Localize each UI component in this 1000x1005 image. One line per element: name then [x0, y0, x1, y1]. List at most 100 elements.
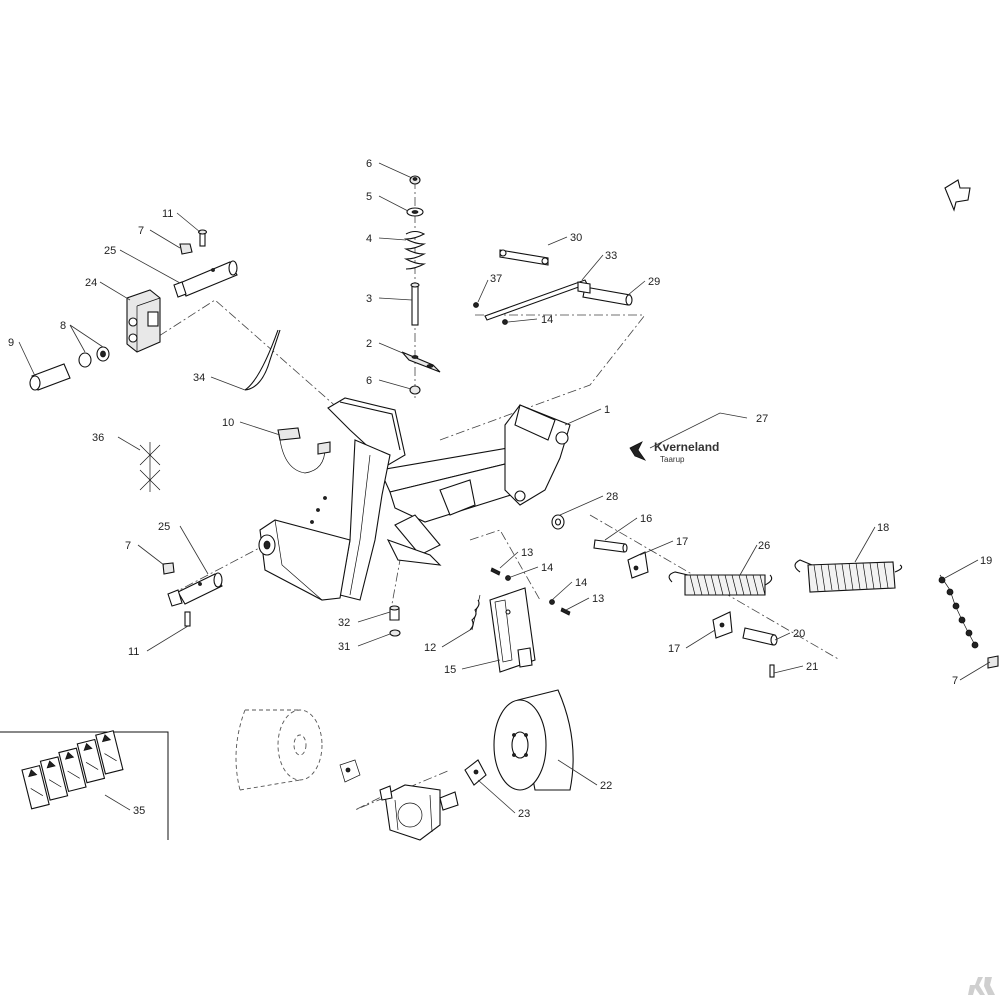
pin-20	[742, 627, 778, 646]
callout-33: 33	[605, 250, 617, 262]
callout-14: 14	[541, 562, 553, 574]
pin-37	[473, 302, 479, 308]
callout-7: 7	[952, 675, 958, 687]
callout-31: 31	[338, 641, 350, 653]
axis-line	[389, 559, 401, 616]
axis-line	[169, 544, 266, 596]
nut-14-top	[502, 319, 508, 325]
callout-14: 14	[541, 314, 553, 326]
callout-13: 13	[521, 547, 533, 559]
callout-12: 12	[424, 642, 436, 654]
washer-5	[406, 207, 424, 217]
callout-2: 2	[366, 338, 372, 350]
shaft-25-bottom	[167, 572, 223, 607]
spring-26	[668, 571, 773, 596]
nut-6-top	[409, 175, 421, 185]
callout-11: 11	[162, 208, 173, 220]
callout-15: 15	[444, 664, 456, 676]
pin-9	[29, 363, 71, 391]
plate-17-bottom	[712, 611, 733, 639]
kverneland-corner-logo	[968, 977, 995, 995]
callout-14: 14	[575, 577, 587, 589]
callout-37: 37	[490, 273, 502, 285]
callout-28: 28	[606, 491, 618, 503]
nut-7-right	[987, 655, 999, 669]
bolt-11-bottom	[184, 611, 191, 627]
callout-32: 32	[338, 617, 350, 629]
shaft-25-top	[173, 260, 238, 298]
housing-24	[126, 289, 161, 353]
brand-decal-27: Kverneland Taarup	[629, 440, 719, 464]
callout-24: 24	[85, 277, 97, 289]
drum-22	[493, 689, 574, 791]
callout-36: 36	[92, 432, 104, 444]
callout-17: 17	[668, 643, 680, 655]
leader-lines	[18, 162, 991, 814]
callout-5: 5	[366, 191, 372, 203]
callout-labels: 6 5 4 3 2 6 30 33 37 29 14 11 7 25 24 8 …	[8, 158, 992, 820]
nut-31	[389, 629, 401, 637]
spring-4	[403, 230, 427, 270]
callout-22: 22	[600, 780, 612, 792]
callout-11: 11	[128, 646, 139, 658]
callout-4: 4	[366, 233, 372, 245]
callout-30: 30	[570, 232, 582, 244]
callout-1: 1	[604, 404, 610, 416]
callout-34: 34	[193, 372, 205, 384]
callout-25: 25	[158, 521, 170, 533]
rod-33	[484, 279, 588, 321]
callout-19: 19	[980, 555, 992, 567]
nut-7-bottom	[162, 562, 175, 575]
brand-name: Kverneland	[654, 440, 719, 454]
connector-10	[277, 427, 331, 474]
main-frame-1	[258, 397, 571, 601]
spring-12	[469, 594, 481, 631]
callout-25: 25	[104, 245, 116, 257]
nut-14c	[549, 599, 555, 605]
callout-10: 10	[222, 417, 234, 429]
spring-18	[794, 559, 903, 593]
pin-29	[577, 281, 633, 306]
brand-sub: Taarup	[660, 455, 685, 464]
callout-35: 35	[133, 805, 145, 817]
callout-3: 3	[366, 293, 372, 305]
nut-6-bottom	[409, 385, 421, 395]
callout-21: 21	[806, 661, 818, 673]
link-30	[499, 249, 549, 266]
callout-16: 16	[640, 513, 652, 525]
callout-26: 26	[758, 540, 770, 552]
nut-7-top	[179, 243, 193, 255]
flange-plate-23	[464, 759, 487, 786]
axis-line	[439, 314, 646, 441]
callout-23: 23	[518, 808, 530, 820]
chain-19	[938, 574, 979, 649]
plate-17-top	[627, 551, 649, 579]
callout-8: 8	[60, 320, 66, 332]
kverneland-logo-icon	[629, 441, 647, 461]
bracket-2	[401, 351, 441, 373]
axis-line	[469, 529, 541, 601]
washer-28	[551, 514, 565, 530]
housing-15	[489, 587, 536, 673]
fastener-36	[139, 442, 161, 492]
callout-7: 7	[138, 225, 144, 237]
callout-6: 6	[366, 375, 372, 387]
callout-18: 18	[877, 522, 889, 534]
drum-ghost	[235, 709, 323, 791]
bushings-8	[78, 346, 110, 368]
callout-20: 20	[793, 628, 805, 640]
wire-34	[244, 329, 281, 391]
callout-13: 13	[592, 593, 604, 605]
screw-13b	[560, 607, 571, 616]
pin-16	[593, 539, 628, 553]
callout-29: 29	[648, 276, 660, 288]
gearbox	[379, 784, 459, 841]
callout-27: 27	[756, 413, 768, 425]
bolt-11-top	[197, 229, 208, 247]
callout-7: 7	[125, 540, 131, 552]
flange-plate-left	[339, 759, 361, 783]
axis-line	[144, 299, 341, 411]
pin-21	[769, 664, 775, 678]
